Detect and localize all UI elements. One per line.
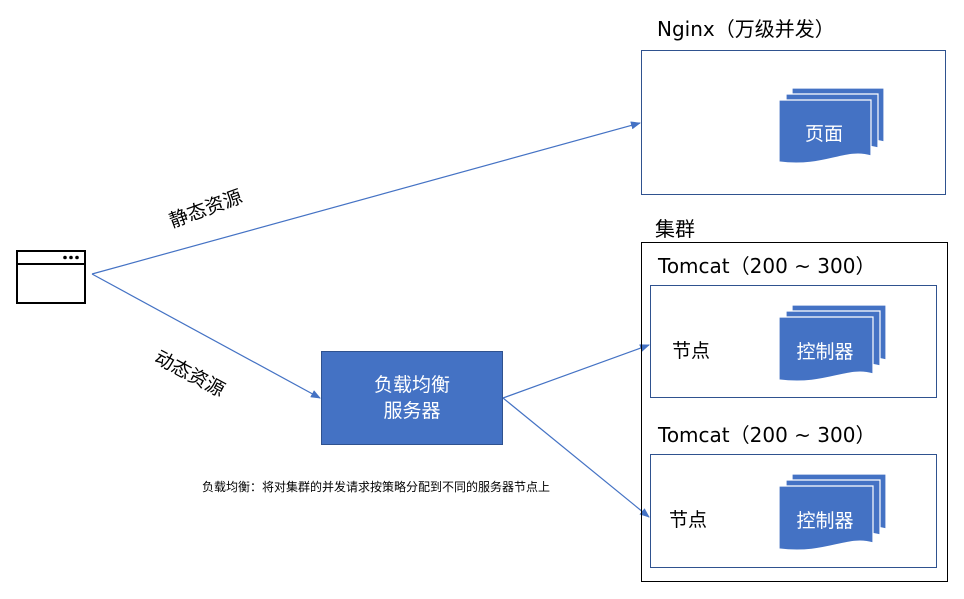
node2-label: 节点 [669,509,708,531]
node2-title: Tomcat（200 ~ 300） [658,423,876,447]
cluster-box [641,242,948,582]
controller-document-icon-2: 控制器 [778,473,887,551]
cluster-title: 集群 [655,217,695,241]
node1-title: Tomcat（200 ~ 300） [658,254,876,278]
node1-label: 节点 [672,340,711,362]
node1-box [650,285,937,398]
load-balancer-line2: 服务器 [383,400,441,422]
arrow-node1 [502,344,650,399]
nginx-title: Nginx（万级并发） [657,17,835,41]
arrow-node2 [502,397,650,518]
arrow-dynamic [91,273,321,399]
arrow-static [91,121,641,275]
load-balancer-box: 负载均衡 服务器 [321,351,503,445]
browser-window-icon [16,250,86,304]
load-balancer-line1: 负载均衡 [373,374,450,396]
page-document-icon: 页面 [778,87,885,164]
controller-doc-label-1: 控制器 [796,341,853,363]
controller-doc-label-2: 控制器 [796,510,853,532]
load-balance-note: 负载均衡：将对集群的并发请求按策略分配到不同的服务器节点上 [202,480,551,494]
nginx-box [641,50,946,195]
page-doc-label: 页面 [805,123,843,145]
controller-document-icon-1: 控制器 [778,304,887,382]
node2-box [650,454,937,568]
